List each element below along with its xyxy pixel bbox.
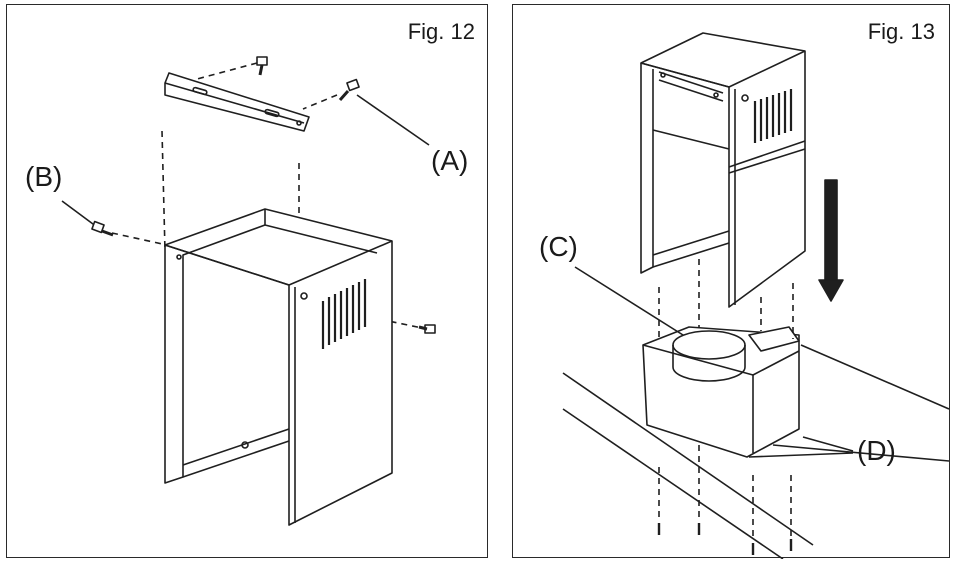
figure-12-title: Fig. 12 bbox=[407, 19, 475, 44]
vent-slots bbox=[323, 279, 365, 349]
ceiling-beam bbox=[563, 345, 949, 559]
callout-b-label: (B) bbox=[25, 161, 63, 192]
mounting-screws bbox=[659, 523, 791, 555]
bracket-screw-left bbox=[257, 57, 267, 75]
assembly-guide-lines bbox=[112, 63, 427, 329]
chimney-cover bbox=[165, 209, 392, 525]
callout-a-label: (A) bbox=[431, 145, 469, 176]
mounting-bracket bbox=[165, 73, 309, 131]
callout-d-leader-1 bbox=[749, 453, 853, 457]
figure-12-drawing bbox=[7, 5, 489, 559]
down-arrow-icon bbox=[819, 180, 843, 301]
callout-b-leader bbox=[62, 201, 97, 227]
blower-box bbox=[643, 327, 799, 457]
callout-a-leader bbox=[357, 95, 429, 145]
figure-13-title: Fig. 13 bbox=[867, 19, 935, 44]
chimney-vent-slots bbox=[755, 89, 791, 143]
chimney-assembly bbox=[641, 33, 805, 307]
bracket-screw-right bbox=[340, 80, 359, 100]
figure-13-drawing bbox=[513, 5, 951, 559]
callout-c-label: (C) bbox=[539, 231, 578, 262]
side-screw-right bbox=[419, 325, 435, 333]
callout-c-leader bbox=[575, 267, 683, 335]
callout-d-leader-2 bbox=[803, 437, 853, 451]
guide-lines bbox=[659, 259, 793, 541]
figure-12-panel: Fig. 12 (A) (B) bbox=[6, 4, 488, 558]
callout-d-label: (D) bbox=[857, 435, 896, 466]
side-screw-b bbox=[92, 222, 113, 235]
figure-13-panel: Fig. 13 (C) (D) bbox=[512, 4, 950, 558]
